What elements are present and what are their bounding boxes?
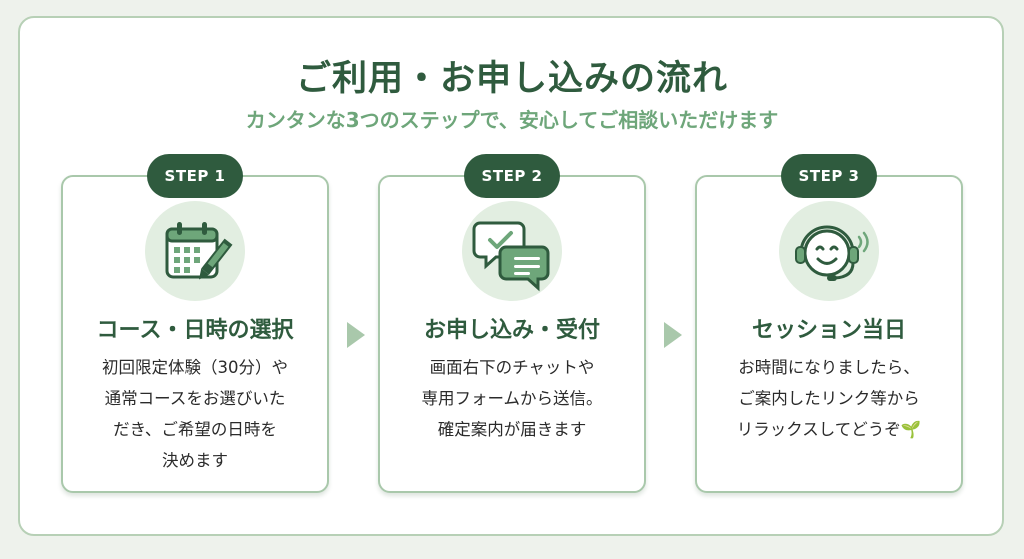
arrow-right-icon	[664, 322, 682, 348]
step-badge-1: STEP 1	[147, 154, 243, 198]
step-description-line: リラックスしてどうぞ🌱	[736, 420, 922, 439]
step-description-line: 通常コースをお選びいた	[104, 389, 286, 408]
step-description-1: 初回限定体験（30分）や 通常コースをお選びいた だき、ご希望の日時を 決めます	[61, 352, 329, 476]
page-subtitle: カンタンな3つのステップで、安心してご相談いただけます	[245, 108, 779, 132]
step-description-3: お時間になりましたら、 ご案内したリンク等から リラックスしてどうぞ🌱	[695, 352, 963, 445]
step-title-2: お申し込み・受付	[423, 318, 600, 343]
step-description-line: 画面右下のチャットや	[429, 358, 595, 377]
step-description-line: 初回限定体験（30分）や	[102, 358, 288, 377]
step-title-3: セッション当日	[751, 318, 906, 343]
step-title-1: コース・日時の選択	[96, 318, 294, 343]
calendar-pen-icon	[145, 201, 245, 301]
page-title: ご利用・お申し込みの流れ	[295, 59, 728, 99]
step-description-line: 確定案内が届きます	[437, 420, 587, 439]
step-badge-2: STEP 2	[464, 154, 560, 198]
step-description-line: ご案内したリンク等から	[738, 389, 920, 408]
arrow-right-icon	[347, 322, 365, 348]
smiling-headset-icon	[779, 201, 879, 301]
step-description-line: 決めます	[162, 451, 228, 470]
step-description-line: お時間になりましたら、	[738, 358, 920, 377]
step-description-line: 専用フォームから送信。	[421, 389, 603, 408]
step-description-line: だき、ご希望の日時を	[113, 420, 277, 439]
step-description-2: 画面右下のチャットや 専用フォームから送信。 確定案内が届きます	[378, 352, 646, 445]
chat-bubbles-icon	[462, 201, 562, 301]
step-badge-3: STEP 3	[781, 154, 877, 198]
